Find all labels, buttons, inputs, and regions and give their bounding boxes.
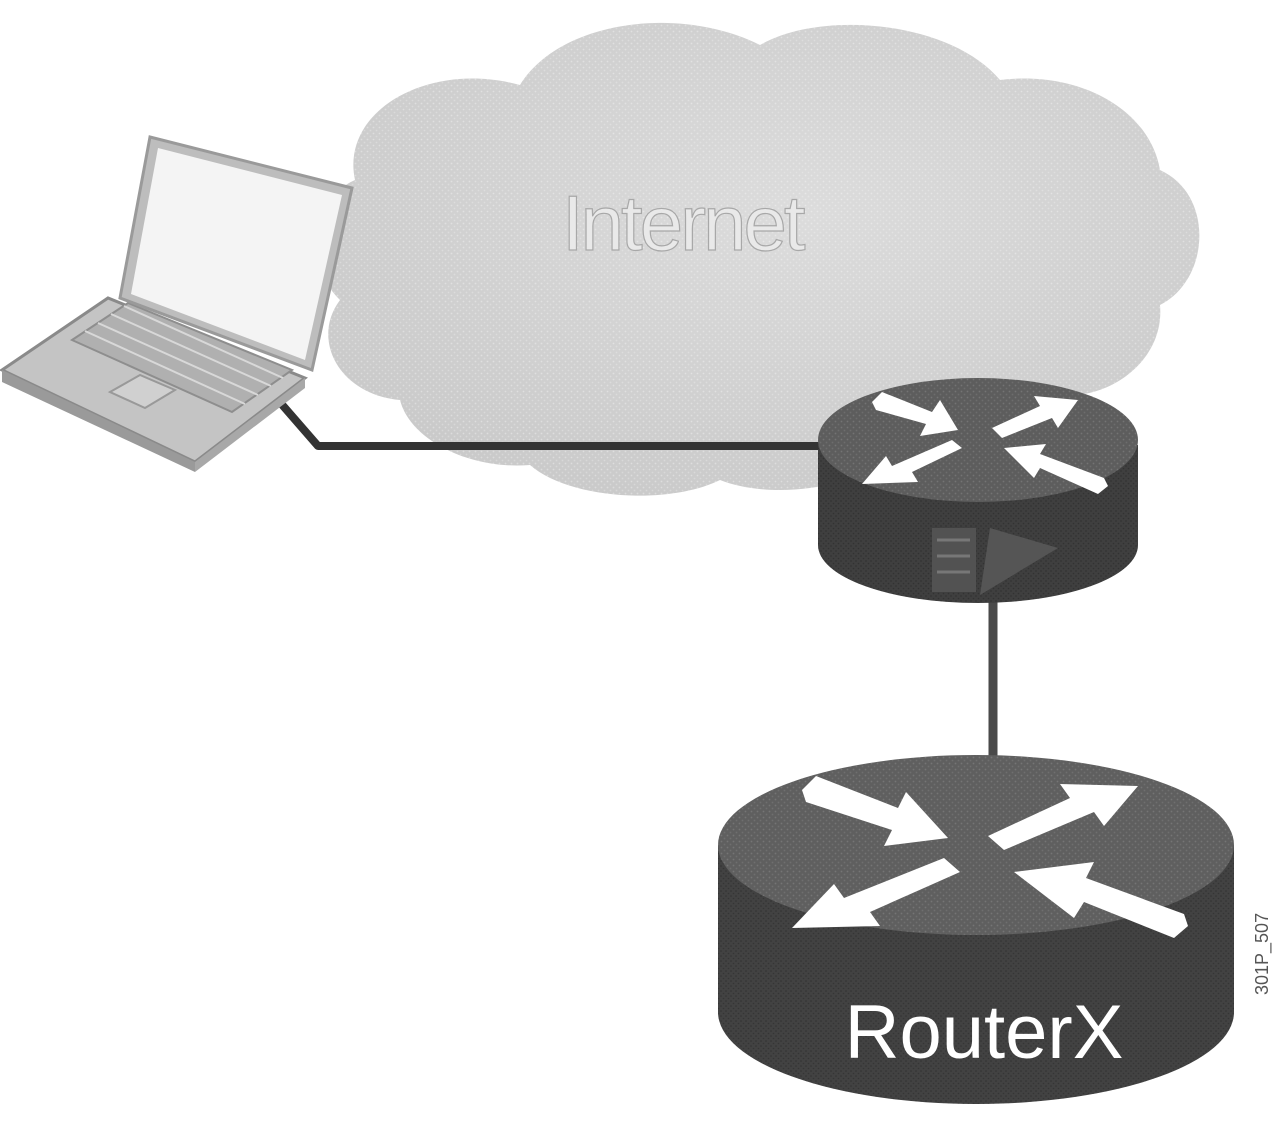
laptop-icon	[0, 135, 354, 472]
laptop-cable	[274, 397, 830, 450]
router-x-icon: RouterX	[718, 755, 1234, 1104]
cloud-label: Internet	[562, 179, 806, 267]
edge-router-icon	[818, 378, 1138, 603]
router-x-label: RouterX	[845, 990, 1124, 1075]
figure-id: 301P_507	[1252, 913, 1273, 995]
internet-cloud: Internet	[314, 22, 1200, 496]
